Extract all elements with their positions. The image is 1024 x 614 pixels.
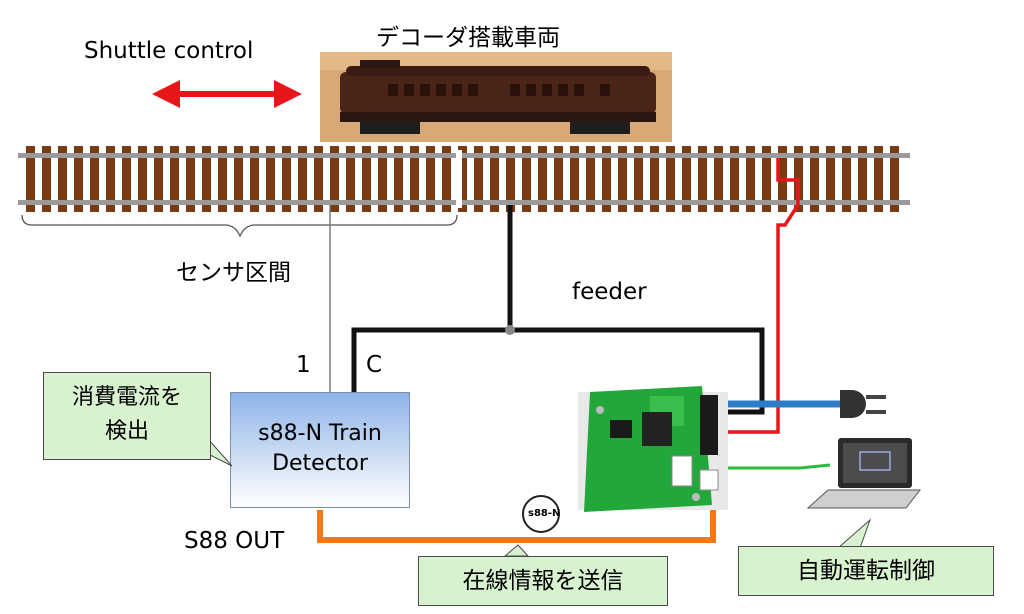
sleeper — [634, 146, 643, 212]
occupancy-callout: 在線情報を送信 — [418, 556, 668, 606]
sleeper — [858, 146, 867, 212]
sleeper — [378, 146, 387, 212]
sleeper — [682, 146, 691, 212]
sleeper — [714, 146, 723, 212]
terminal-1-label: 1 — [296, 352, 311, 378]
sleeper — [458, 146, 467, 212]
train-car-image — [320, 52, 672, 142]
sleeper — [138, 146, 147, 212]
sleeper — [106, 146, 115, 212]
sleeper — [618, 146, 627, 212]
detector-line-2: Detector — [272, 451, 368, 476]
decoder-car-label: デコーダ搭載車両 — [376, 25, 560, 51]
sleeper — [394, 146, 403, 212]
sleeper — [746, 146, 755, 212]
track — [18, 146, 910, 212]
sleeper — [666, 146, 675, 212]
sleeper — [170, 146, 179, 212]
detector-line-1: s88-N Train — [258, 421, 382, 446]
double-arrow-icon — [152, 80, 302, 108]
sleeper — [234, 146, 243, 212]
sleeper — [298, 146, 307, 212]
sleeper — [282, 146, 291, 212]
track-sleepers — [26, 146, 899, 212]
sleeper — [506, 146, 515, 212]
rail-bottom — [18, 200, 910, 205]
red-wire — [718, 158, 800, 434]
sleeper — [346, 146, 355, 212]
sleeper — [842, 146, 851, 212]
sleeper — [602, 146, 611, 212]
controller-board-image — [578, 386, 728, 512]
sleeper — [58, 146, 67, 212]
sleeper — [202, 146, 211, 212]
s88n-logo-label: s88-N — [528, 508, 561, 519]
sleeper — [362, 146, 371, 212]
sleeper — [570, 146, 579, 212]
train-detector-box: s88-N Train Detector — [230, 392, 410, 508]
sleeper — [810, 146, 819, 212]
sleeper — [154, 146, 163, 212]
sleeper — [538, 146, 547, 212]
sleeper — [410, 146, 419, 212]
sleeper — [698, 146, 707, 212]
automation-callout: 自動運転制御 — [738, 546, 994, 596]
sensor-section-brace — [21, 214, 458, 238]
rail-top — [18, 153, 910, 158]
shuttle-control-label: Shuttle control — [84, 38, 254, 64]
sleeper — [554, 146, 563, 212]
sleeper — [762, 146, 771, 212]
sleeper — [474, 146, 483, 212]
sleeper — [74, 146, 83, 212]
sleeper — [186, 146, 195, 212]
sleeper — [650, 146, 659, 212]
common-wire — [351, 327, 765, 415]
sleeper — [314, 146, 323, 212]
laptop-icon — [806, 438, 922, 509]
sleeper — [442, 146, 451, 212]
current-detection-callout: 消費電流を 検出 — [43, 372, 211, 460]
sleeper — [730, 146, 739, 212]
sleeper — [90, 146, 99, 212]
sleeper — [42, 146, 51, 212]
sleeper — [890, 146, 899, 212]
sleeper — [426, 146, 435, 212]
sleeper — [122, 146, 131, 212]
feeder-label: feeder — [572, 279, 647, 305]
feeder-junction — [505, 325, 515, 335]
sleeper — [26, 146, 35, 212]
s88n-logo-icon — [522, 495, 560, 533]
sleeper — [330, 146, 339, 212]
s88-out-label: S88 OUT — [184, 528, 285, 554]
green-wire — [718, 463, 831, 470]
sleeper — [826, 146, 835, 212]
sleeper — [522, 146, 531, 212]
terminal-c-label: C — [366, 352, 383, 378]
sleeper — [874, 146, 883, 212]
plug-icon — [840, 390, 886, 418]
rail-gap — [456, 150, 462, 208]
sleeper — [490, 146, 499, 212]
sensor-section-label: センサ区間 — [176, 260, 291, 286]
sleeper — [586, 146, 595, 212]
sleeper — [218, 146, 227, 212]
sleeper — [266, 146, 275, 212]
sleeper — [250, 146, 259, 212]
